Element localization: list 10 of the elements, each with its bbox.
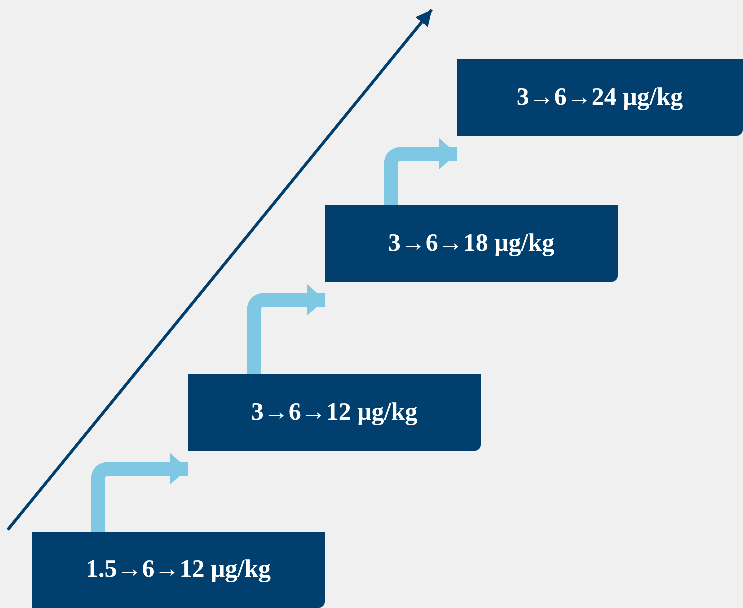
dose-box	[32, 532, 325, 608]
bent-arrow	[247, 284, 325, 374]
dose-label: 3→6→18 μg/kg	[388, 230, 555, 258]
dose-box	[188, 374, 481, 451]
dose-label: 3→6→12 μg/kg	[251, 398, 418, 426]
bent-arrow	[91, 453, 188, 532]
dose-label: 1.5→6→12 μg/kg	[86, 556, 272, 584]
dose-label: 3→6→24 μg/kg	[516, 84, 684, 112]
dose-box	[325, 205, 618, 282]
dose-box	[457, 59, 743, 136]
